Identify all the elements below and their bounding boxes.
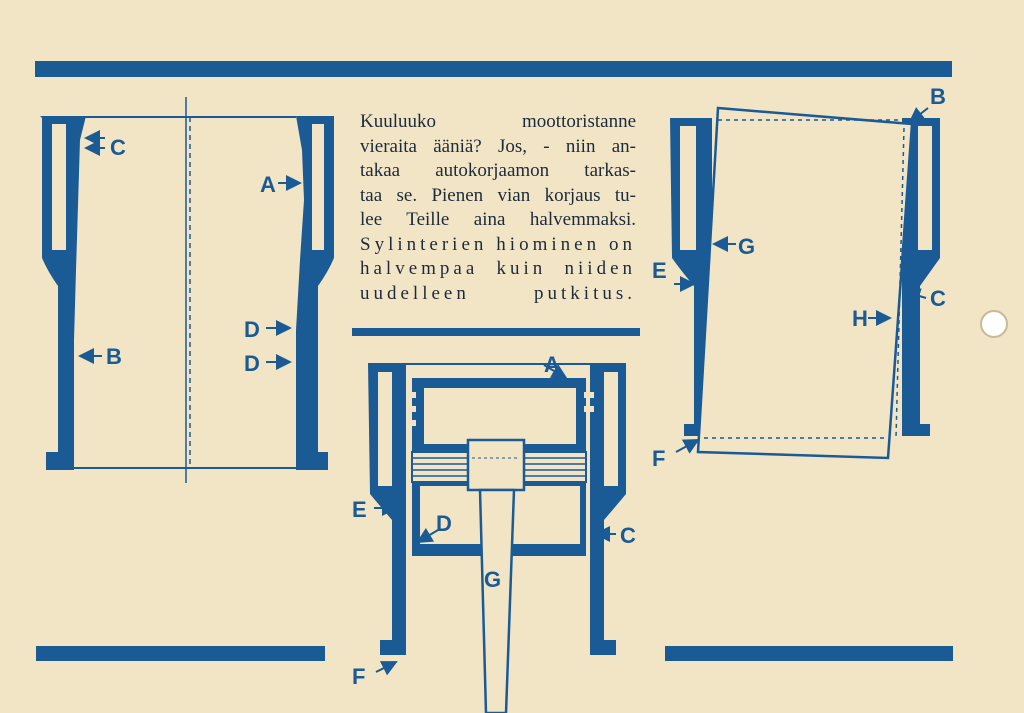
tilted-piston bbox=[696, 106, 914, 460]
text-line: takaa autokorjaamon tarkas- bbox=[360, 160, 636, 181]
text-line: Kuuluuko moottoristanne bbox=[360, 111, 636, 132]
center-label-e: E bbox=[352, 497, 367, 522]
center-label-f: F bbox=[352, 664, 365, 689]
left-label-d1: D bbox=[244, 317, 260, 342]
right-label-f: F bbox=[652, 446, 665, 471]
body-text: Kuuluuko moottoristanne vieraita ääniä? … bbox=[360, 110, 636, 306]
center-label-c: C bbox=[620, 523, 636, 548]
text-line: halvempaa kuin niiden bbox=[360, 258, 636, 279]
left-cylinder-wall-left bbox=[40, 116, 86, 470]
bottom-rule-left bbox=[36, 646, 325, 661]
center-label-g: G bbox=[484, 567, 501, 592]
connecting-rod bbox=[466, 438, 526, 492]
right-label-e: E bbox=[652, 258, 667, 283]
center-piston-diagram: A E D C G F bbox=[352, 352, 636, 713]
text-line: Sylinterien hiominen on bbox=[360, 233, 636, 255]
right-cylinder-diagram: B G E C H F bbox=[652, 84, 946, 471]
left-label-d2: D bbox=[244, 351, 260, 376]
center-label-a: A bbox=[544, 352, 560, 377]
left-label-a: A bbox=[260, 172, 276, 197]
text-line: vieraita ääniä? Jos, - niin an- bbox=[360, 135, 636, 157]
left-cylinder-wall-right bbox=[296, 116, 334, 470]
top-rule bbox=[35, 61, 952, 77]
right-label-c: C bbox=[930, 286, 946, 311]
left-label-b: B bbox=[106, 344, 122, 369]
text-line: uudelleen putkitus. bbox=[360, 282, 636, 304]
text-line: lee Teille aina halvemmaksi. bbox=[360, 209, 636, 230]
left-label-c: C bbox=[110, 135, 126, 160]
punch-hole bbox=[980, 310, 1008, 338]
right-label-b: B bbox=[930, 84, 946, 109]
left-cylinder-diagram: C A D D B bbox=[40, 97, 334, 483]
right-label-g: G bbox=[738, 234, 755, 259]
right-label-h: H bbox=[852, 306, 868, 331]
bottom-rule-right bbox=[665, 646, 953, 661]
text-line: taa se. Pienen vian korjaus tu- bbox=[360, 184, 636, 206]
center-label-d: D bbox=[436, 511, 452, 536]
text-rule bbox=[352, 328, 640, 336]
